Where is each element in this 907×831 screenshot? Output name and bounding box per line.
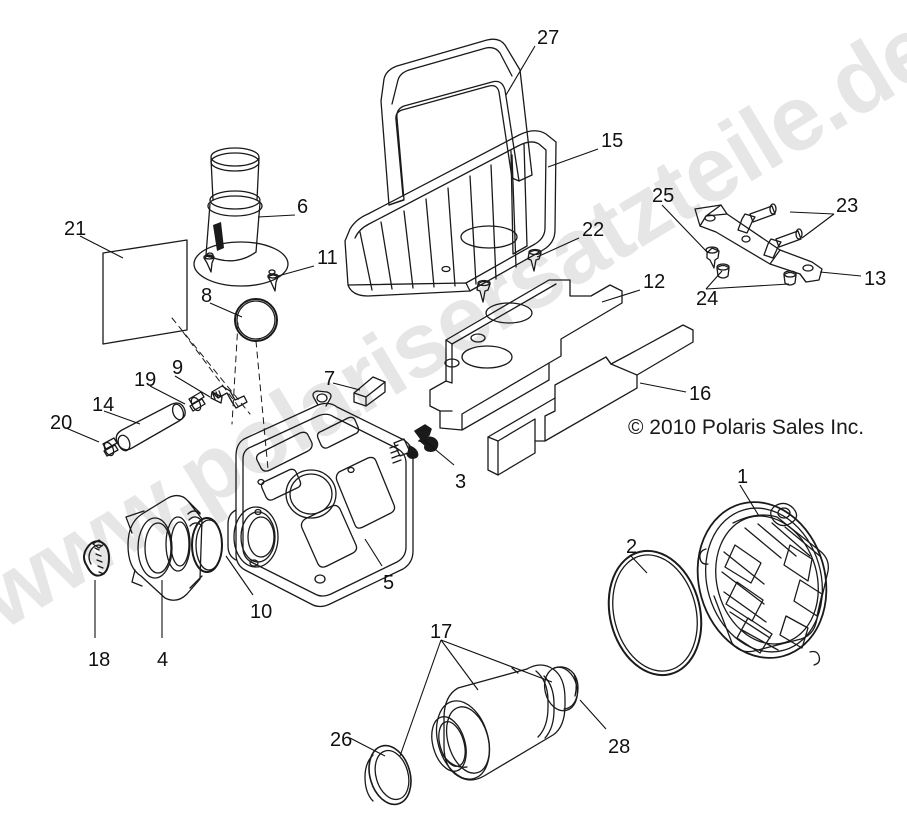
part-4-intake-boot xyxy=(125,494,203,601)
callout-number-20: 20 xyxy=(50,412,73,434)
part-5-airbox-housing xyxy=(227,390,414,608)
callout-number-22: 22 xyxy=(582,219,605,241)
leader-line-12 xyxy=(601,289,641,303)
part-14-vent-hose xyxy=(115,402,186,452)
part-26-seal-ring xyxy=(364,744,412,806)
part-18b-clamp-on-boot xyxy=(187,510,203,527)
callout-number-10: 10 xyxy=(250,601,273,623)
part-7-breather-block xyxy=(353,376,386,407)
leader-line-17 xyxy=(399,639,442,757)
callout-number-27: 27 xyxy=(537,27,560,49)
leader-line-27 xyxy=(505,45,536,96)
leader-line-3 xyxy=(423,439,455,466)
leader-line-28 xyxy=(579,699,607,730)
callout-number-7: 7 xyxy=(324,368,336,390)
callout-number-23: 23 xyxy=(836,195,859,217)
part-20-clamp xyxy=(102,437,119,457)
part-13-mounting-bracket xyxy=(694,204,823,283)
leader-line-13 xyxy=(819,271,862,277)
part-21-foam-pad-sheet xyxy=(102,239,188,345)
part-27-seal-rim-frame xyxy=(380,38,533,206)
callout-leaders xyxy=(65,45,862,757)
part-15-air-duct-cover xyxy=(344,130,557,297)
leader-line-16 xyxy=(639,382,687,393)
leader-line-7 xyxy=(332,382,361,391)
part-28-end-cap xyxy=(543,666,579,712)
part-16-foam-strip xyxy=(487,324,694,476)
callout-number-2: 2 xyxy=(626,536,638,558)
assembly-guide-lines xyxy=(171,317,269,470)
leader-line-24-branch xyxy=(705,283,790,290)
callout-number-28: 28 xyxy=(608,736,631,758)
leader-line-23-branch xyxy=(801,213,835,239)
leader-line-24 xyxy=(705,270,723,290)
part-24-nuts xyxy=(716,263,797,286)
leader-line-14 xyxy=(103,410,141,425)
leader-line-11 xyxy=(277,265,315,277)
callout-number-24: 24 xyxy=(696,288,719,310)
callout-number-1: 1 xyxy=(737,466,749,488)
part-6-intake-snorkel xyxy=(193,147,289,287)
callout-number-8: 8 xyxy=(201,285,213,307)
leader-line-9 xyxy=(174,375,211,398)
callout-number-5: 5 xyxy=(383,572,395,594)
leader-line-15 xyxy=(547,148,599,168)
part-18-clamp xyxy=(83,539,110,577)
callout-number-21: 21 xyxy=(64,218,87,240)
part-8-o-ring xyxy=(234,298,278,342)
callout-number-12: 12 xyxy=(643,271,666,293)
part-1-airbox-cover xyxy=(696,501,829,666)
callout-number-16: 16 xyxy=(689,383,712,405)
callout-number-17: 17 xyxy=(430,621,453,643)
part-2-cover-o-ring xyxy=(607,549,703,677)
leader-line-1 xyxy=(739,484,760,517)
part-19-clamp xyxy=(188,391,206,412)
leader-line-17-branch2 xyxy=(440,639,553,683)
part-22-push-rivets xyxy=(476,248,542,303)
callout-number-13: 13 xyxy=(864,268,887,290)
part-25-bolt xyxy=(705,246,720,269)
leader-line-10 xyxy=(225,555,254,596)
callout-number-4: 4 xyxy=(157,649,169,671)
part-12-heat-shield xyxy=(429,279,623,431)
leader-line-20 xyxy=(65,427,100,443)
part-3-sensor-clip xyxy=(406,424,439,459)
leader-line-17-branch xyxy=(440,639,479,691)
callout-number-3: 3 xyxy=(455,471,467,493)
leader-line-6 xyxy=(257,214,296,218)
leader-line-2 xyxy=(629,554,648,574)
leader-line-8 xyxy=(209,302,243,318)
leader-line-21 xyxy=(79,235,124,259)
callout-number-11: 11 xyxy=(317,247,338,269)
callout-number-25: 25 xyxy=(652,185,675,207)
callout-number-6: 6 xyxy=(297,196,309,218)
callout-number-19: 19 xyxy=(134,369,157,391)
callout-number-9: 9 xyxy=(172,357,184,379)
callout-number-18: 18 xyxy=(88,649,111,671)
leader-line-5 xyxy=(364,538,383,567)
part-23-bolts xyxy=(737,203,803,259)
callout-number-14: 14 xyxy=(92,394,115,416)
leader-line-22 xyxy=(536,237,580,258)
leader-line-25 xyxy=(661,204,709,254)
part-9-elbow-fitting xyxy=(210,385,248,409)
leader-line-26 xyxy=(349,737,386,757)
part-10-retaining-ring xyxy=(191,517,223,573)
copyright-notice: © 2010 Polaris Sales Inc. xyxy=(628,416,865,439)
callout-number-26: 26 xyxy=(330,729,353,751)
leader-line-23 xyxy=(789,211,835,215)
leader-line-19 xyxy=(149,385,186,405)
callout-number-15: 15 xyxy=(601,130,624,152)
part-17-air-filter xyxy=(431,664,566,781)
